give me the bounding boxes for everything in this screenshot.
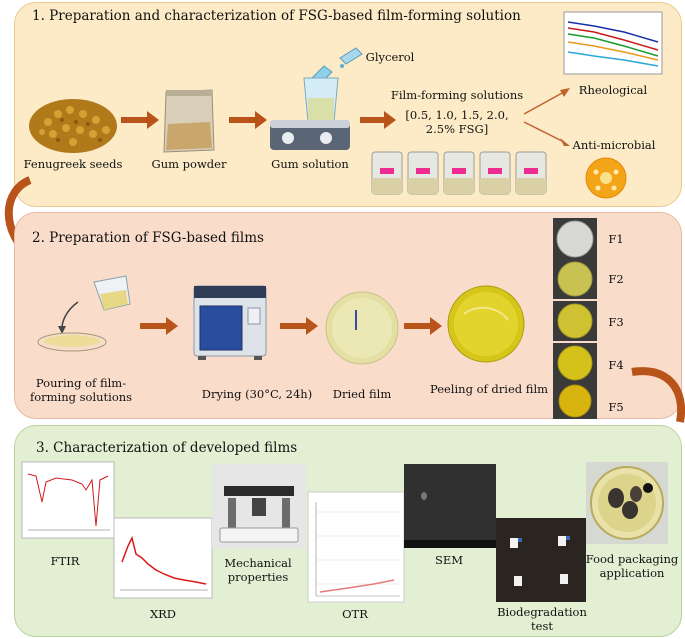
film-forming-beakers-image — [371, 151, 547, 195]
otr-label: OTR — [342, 607, 368, 621]
arrow-4 — [140, 317, 178, 335]
arrow-2 — [229, 111, 267, 129]
film-sample-f2 — [553, 259, 597, 299]
section-3-title: 3. Characterization of developed films — [36, 440, 298, 456]
biodegradation-image — [496, 518, 586, 602]
film-forming-solutions-title: Film-forming solutions — [390, 88, 524, 102]
peeling-label: Peeling of dried film — [429, 382, 549, 396]
film-label-f3: F3 — [608, 315, 624, 329]
magnetic-stirrer-image — [270, 65, 350, 150]
arrow-3 — [360, 111, 396, 129]
dried-film-label: Dried film — [332, 387, 392, 401]
curved-arrow-2-to-3 — [631, 367, 685, 423]
rheology-plot-image — [563, 11, 663, 75]
arrow-6 — [404, 317, 442, 335]
biodegradation-line2: test — [531, 619, 553, 633]
otr-plot-image — [307, 491, 405, 603]
ftir-spectrum-image — [21, 461, 115, 539]
food-packaging-line2: application — [599, 566, 665, 580]
pouring-line1: Pouring of film- — [35, 376, 127, 390]
ftir-label: FTIR — [50, 554, 80, 568]
arrow-1 — [121, 111, 159, 129]
fenugreek-seeds-image — [29, 99, 117, 153]
glycerol-label: Glycerol — [365, 50, 415, 64]
film-label-f1: F1 — [608, 232, 624, 246]
peeled-film-image — [447, 285, 525, 363]
film-label-f4: F4 — [608, 358, 624, 372]
sem-label: SEM — [434, 553, 464, 567]
food-packaging-line1: Food packaging — [585, 552, 679, 566]
film-forming-concentrations-line1: [0.5, 1.0, 1.5, 2.0, — [405, 108, 509, 122]
pouring-line2: forming solutions — [29, 390, 133, 404]
glycerol-bottle-icon — [339, 47, 363, 68]
antimicrobial-petri-image — [585, 157, 627, 199]
pouring-solution-image — [37, 275, 131, 352]
drying-oven-image — [193, 285, 267, 360]
arrow-to-rheological — [523, 88, 570, 115]
mechanical-line1: Mechanical — [224, 556, 292, 570]
film-sample-f4 — [553, 343, 597, 383]
food-packaging-image — [586, 462, 668, 544]
drying-label: Drying (30°C, 24h) — [201, 387, 313, 401]
film-forming-concentrations-line2: 2.5% FSG] — [425, 122, 489, 136]
film-label-f2: F2 — [608, 272, 624, 286]
gum-powder-label: Gum powder — [151, 157, 227, 171]
fenugreek-seeds-label: Fenugreek seeds — [23, 157, 123, 171]
section-2-title: 2. Preparation of FSG-based films — [32, 230, 264, 246]
xrd-label: XRD — [149, 607, 177, 621]
biodegradation-line1: Biodegradation — [497, 605, 587, 619]
arrow-to-antimicrobial — [523, 121, 570, 146]
film-sample-f1 — [553, 218, 597, 260]
antimicrobial-label: Anti-microbial — [572, 138, 656, 152]
sem-image — [404, 464, 496, 548]
dried-film-image — [325, 291, 399, 365]
gum-solution-label: Gum solution — [271, 157, 349, 171]
rheological-label: Rheological — [578, 83, 648, 97]
section-1-title: 1. Preparation and characterization of F… — [32, 8, 521, 24]
film-sample-f3 — [553, 301, 597, 341]
arrow-5 — [280, 317, 318, 335]
xrd-pattern-image — [113, 517, 213, 599]
film-label-f5: F5 — [608, 400, 624, 414]
mechanical-line2: properties — [227, 570, 289, 584]
mechanical-tester-image — [212, 464, 306, 548]
film-sample-f5 — [553, 383, 597, 419]
gum-powder-bag-image — [163, 89, 215, 153]
